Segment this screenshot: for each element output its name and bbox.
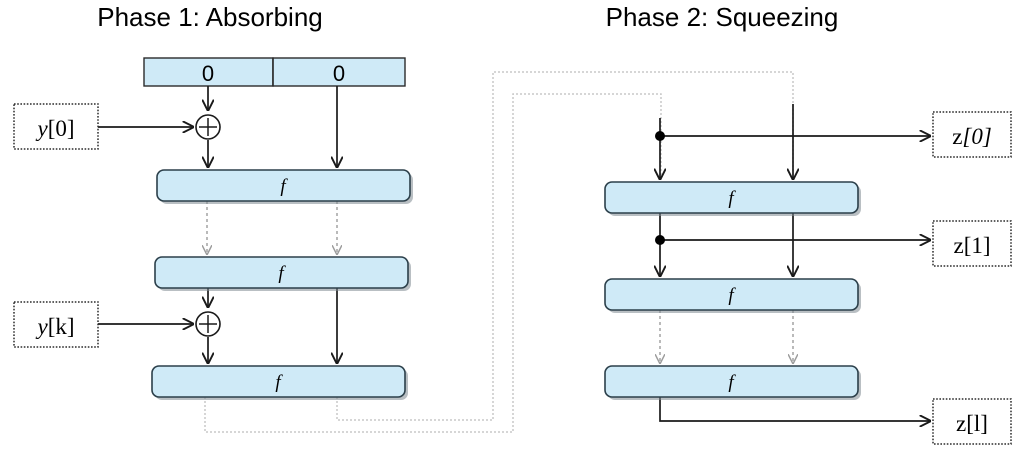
output-box-z1-text: z[1]	[953, 233, 990, 258]
output-boxes[interactable]: z[0] z[1] z[l]	[932, 111, 1012, 445]
output-box-z0-text: z[0]	[952, 124, 992, 149]
phase-1-title: Phase 1: Absorbing	[97, 2, 323, 32]
f-block-s1: f	[604, 181, 861, 216]
input-y0-index: [0]	[48, 116, 75, 141]
junction-dots	[655, 131, 665, 245]
f-block-label: f	[278, 263, 286, 284]
feedback-rate-path	[204, 93, 662, 433]
f-block-label: f	[728, 188, 736, 209]
f-block-label: f	[275, 372, 283, 393]
state-cell-capacity	[272, 57, 406, 87]
state-cell-rate	[143, 57, 274, 87]
output-box-zl[interactable]: z[l]	[932, 398, 1012, 445]
initial-state-row: 0 0	[143, 57, 406, 87]
input-yk-index: [k]	[48, 314, 75, 339]
f-block-a2: f	[154, 256, 411, 291]
input-box-y0[interactable]: y[0]	[13, 103, 99, 150]
feedback-capacity-path	[336, 71, 794, 421]
f-block-label: f	[728, 285, 736, 306]
phase-2-wires	[660, 104, 930, 421]
xor-node-2	[195, 311, 221, 337]
input-yk-var: y	[35, 314, 48, 339]
output-zl-var: z	[956, 411, 966, 436]
input-y0-var: y	[35, 116, 48, 141]
f-block-s3: f	[604, 365, 861, 400]
output-z1-var: z	[953, 233, 963, 258]
f-block-body	[604, 365, 859, 398]
feedback-paths	[204, 71, 794, 433]
input-box-y0-frame[interactable]	[13, 103, 99, 150]
output-z0-index: [0]	[962, 124, 991, 149]
output-box-z1[interactable]: z[1]	[932, 220, 1012, 267]
f-block-body	[604, 181, 859, 214]
input-box-yk[interactable]: y[k]	[13, 301, 99, 348]
output-box-z0[interactable]: z[0]	[932, 111, 1012, 158]
output-box-z0-frame[interactable]	[932, 111, 1012, 158]
f-block-label: f	[728, 372, 736, 393]
state-label-rate: 0	[202, 61, 214, 86]
f-block-a3: f	[151, 365, 408, 400]
input-box-yk-frame[interactable]	[13, 301, 99, 348]
input-box-y0-text: y[0]	[35, 116, 74, 141]
junction-dot-z0	[655, 131, 665, 141]
f-block-body	[151, 365, 406, 398]
f-block-s2: f	[604, 278, 861, 313]
phase-2-title: Phase 2: Squeezing	[606, 2, 839, 32]
output-z1-index: [1]	[964, 233, 991, 258]
state-label-capacity: 0	[333, 61, 345, 86]
f-block-label: f	[280, 176, 288, 197]
input-box-yk-text: y[k]	[35, 314, 74, 339]
output-box-zl-text: z[l]	[956, 411, 988, 436]
phase-1-wires	[207, 86, 337, 363]
xor-nodes	[195, 114, 221, 337]
f-block-a1: f	[156, 169, 413, 204]
output-box-z1-frame[interactable]	[932, 220, 1012, 267]
input-boxes[interactable]: y[0] y[k]	[13, 103, 99, 348]
f-block-body	[156, 169, 411, 202]
xor-node-1	[195, 114, 221, 140]
wire-tap-zl	[659, 397, 930, 421]
f-blocks: f f f f f	[151, 169, 861, 400]
f-block-body	[604, 278, 859, 311]
f-block-body	[154, 256, 409, 289]
output-z0-var: z	[952, 124, 962, 149]
junction-dot-z1	[655, 235, 665, 245]
input-arrows	[98, 127, 193, 324]
output-box-zl-frame[interactable]	[932, 398, 1012, 445]
output-zl-index: [l]	[966, 411, 988, 436]
